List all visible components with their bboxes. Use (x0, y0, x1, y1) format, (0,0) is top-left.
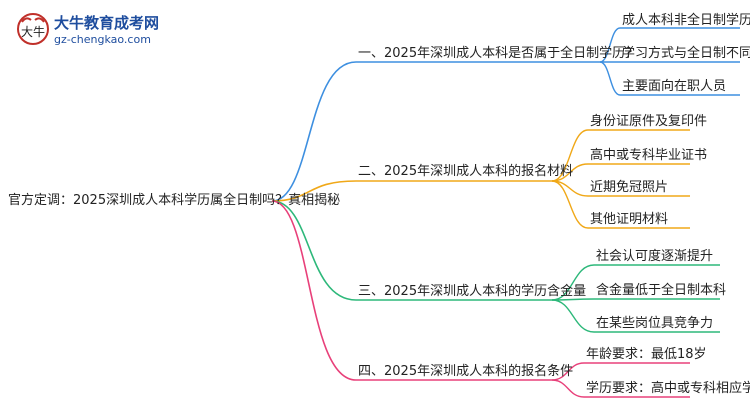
leaf-2-3: 近期免冠照片 (590, 180, 669, 195)
connector-branch-2-leaf-2 (551, 163, 589, 182)
connector-root-branch-1 (271, 61, 357, 202)
connector-branch-1-leaf-3 (599, 61, 621, 96)
connector-root-branch-2 (271, 180, 357, 202)
leaf-3-2: 含金量低于全日制本科 (596, 283, 727, 298)
connector-root-branch-3 (271, 200, 357, 301)
leaf-3-3: 在某些岗位具竞争力 (596, 316, 714, 331)
leaf-1-1: 成人本科非全日制学历 (622, 13, 750, 28)
logo-mark-icon: 大牛 (17, 13, 49, 45)
leaf-4-1: 年龄要求：最低18岁 (586, 347, 707, 362)
branch-1-label: 一、2025年深圳成人本科是否属于全日制学历？ (358, 46, 639, 61)
root-topic: 官方定调：2025深圳成人本科学历属全日制吗？真相揭秘 (8, 193, 341, 208)
connector-branch-1-leaf-1 (599, 27, 621, 63)
connector-branch-2-leaf-4 (551, 180, 589, 229)
leaf-2-1: 身份证原件及复印件 (590, 114, 708, 129)
leaf-2-2: 高中或专科毕业证书 (590, 148, 708, 163)
connector-branch-3-leaf-3 (551, 299, 595, 333)
branch-4-label: 四、2025年深圳成人本科的报名条件 (358, 364, 574, 379)
connector-branch-4-leaf-1 (551, 362, 585, 381)
leaf-1-2: 学习方式与全日制不同 (622, 46, 750, 61)
logo-url: gz-chengkao.com (54, 33, 151, 46)
connector-root-branch-4 (271, 200, 357, 381)
connector-branch-3-leaf-1 (551, 264, 595, 301)
leaf-2-4: 其他证明材料 (590, 212, 669, 227)
branch-2-label: 二、2025年深圳成人本科的报名材料 (358, 164, 574, 179)
branch-3-label: 三、2025年深圳成人本科的学历含金量 (358, 284, 587, 299)
leaf-3-1: 社会认可度逐渐提升 (596, 249, 714, 264)
connector-branch-2-leaf-1 (551, 129, 589, 182)
connector-branch-4-leaf-2 (551, 379, 585, 398)
logo-title: 大牛教育成考网 (54, 14, 160, 32)
logo-mark-text: 大牛 (21, 24, 45, 39)
leaf-4-2: 学历要求：高中或专科相应学历 (586, 381, 750, 396)
leaf-1-3: 主要面向在职人员 (622, 79, 727, 94)
site-logo[interactable]: 大牛 大牛教育成考网 gz-chengkao.com (14, 10, 164, 52)
